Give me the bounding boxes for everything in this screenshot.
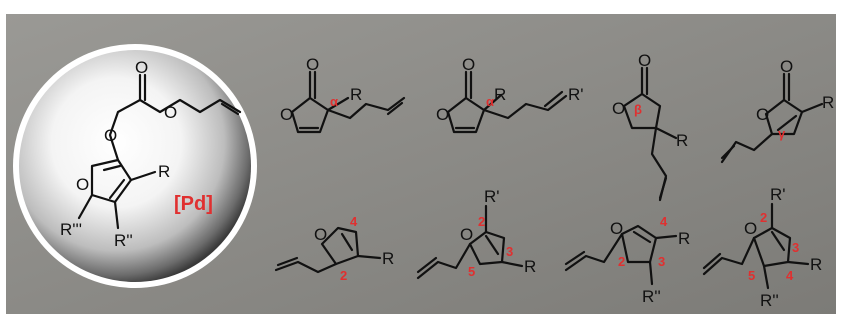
furan-oxygen: O (76, 175, 89, 194)
carbonate-oxygen-top: O (135, 58, 148, 77)
p6-position-2: 2 (478, 214, 485, 229)
substrate-structure (77, 73, 242, 230)
product-furan-2-allyl-3-r2-4-r (564, 224, 678, 286)
p8-substituent-r: R (810, 255, 822, 274)
p6-position-3: 3 (506, 244, 513, 259)
p3-oxygen-ring: O (612, 99, 625, 118)
carbonate-oxygen-right: O (164, 103, 177, 122)
p8-position-4: 4 (786, 268, 794, 283)
p2-substituent-r-prime: R' (568, 85, 584, 104)
p7-position-3: 3 (658, 254, 665, 269)
substituent-r-triple-prime: R''' (60, 220, 82, 239)
p3-oxygen-carbonyl: O (638, 51, 651, 70)
product-furan-2-allyl-4-r (274, 226, 382, 274)
product-alpha-crotyl (446, 70, 568, 134)
palladium-catalyst-label: [Pd] (174, 193, 213, 215)
carbonate-oxygen-left: O (104, 126, 117, 145)
p7-substituent-r: R (678, 229, 690, 248)
p7-position-4: 4 (660, 214, 668, 229)
p2-oxygen-carbonyl: O (462, 55, 475, 74)
product-furan-2-r-prime-3-r-4-r2-5-allyl (702, 202, 810, 290)
p2-alpha-label: α (486, 94, 494, 109)
p2-oxygen-ring: O (436, 105, 449, 124)
p5-position-2: 2 (340, 268, 347, 283)
p4-substituent-r: R (822, 93, 834, 112)
p8-substituent-r-double-prime: R'' (760, 291, 779, 310)
product-gamma-allyl (720, 72, 824, 164)
p5-substituent-r: R (382, 249, 394, 268)
p7-substituent-r-double-prime: R'' (642, 287, 661, 306)
p8-oxygen: O (744, 219, 757, 238)
p5-oxygen: O (314, 225, 327, 244)
p1-oxygen-ring: O (280, 105, 293, 124)
p3-beta-label: β (634, 102, 642, 117)
p5-position-4: 4 (350, 214, 358, 229)
p1-oxygen-carbonyl: O (306, 55, 319, 74)
p8-substituent-r-prime: R' (770, 185, 786, 204)
p6-substituent-r: R (524, 257, 536, 276)
p6-oxygen: O (460, 225, 473, 244)
p8-position-2: 2 (760, 210, 767, 225)
substituent-r-double-prime: R'' (114, 231, 133, 250)
substituent-r: R (158, 162, 170, 181)
p7-position-2: 2 (618, 254, 625, 269)
p4-oxygen-ring: O (756, 105, 769, 124)
product-alpha-allyl (290, 70, 406, 134)
p1-substituent-r: R (350, 85, 362, 104)
p6-substituent-r-prime: R' (484, 187, 500, 206)
p4-gamma-label: γ (778, 126, 786, 141)
p7-oxygen: O (610, 219, 623, 238)
p3-substituent-r: R (676, 131, 688, 150)
p4-oxygen-carbonyl: O (780, 57, 793, 76)
p1-alpha-label: α (330, 94, 338, 109)
p2-substituent-r: R (494, 85, 506, 104)
p8-position-3: 3 (792, 240, 799, 255)
product-furan-2-r-prime-3-r-5-allyl (416, 204, 524, 280)
catalyst-sphere: O O O O R R'' R''' [Pd] (13, 44, 257, 288)
product-beta-allyl (622, 66, 678, 202)
p6-position-5: 5 (468, 264, 475, 279)
p8-position-5: 5 (748, 268, 755, 283)
